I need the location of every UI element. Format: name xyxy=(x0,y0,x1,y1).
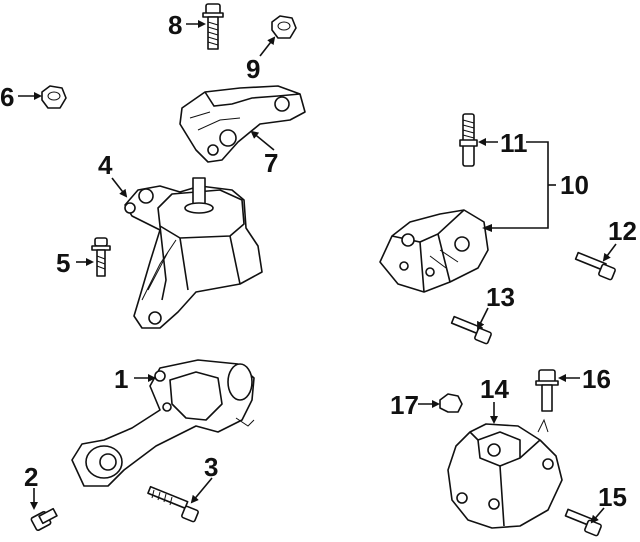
callout-3: 3 xyxy=(204,452,218,482)
leader-3 xyxy=(190,477,213,504)
callout-11: 11 xyxy=(500,128,528,158)
leader-10-arrowhead xyxy=(482,224,492,232)
callout-6: 6 xyxy=(0,82,14,112)
leader-4 xyxy=(111,177,128,198)
bolt-3[interactable] xyxy=(147,485,199,523)
nut-9[interactable] xyxy=(271,15,297,39)
leader-13 xyxy=(477,307,489,330)
nut-17[interactable] xyxy=(439,393,463,413)
stud-11[interactable] xyxy=(459,113,478,167)
nut-6[interactable] xyxy=(41,85,67,109)
mount-10[interactable] xyxy=(379,209,489,293)
callout-17: 17 xyxy=(390,390,419,420)
callout-16: 16 xyxy=(582,364,611,394)
torque-rod-1[interactable] xyxy=(71,359,255,487)
callout-14: 14 xyxy=(480,374,509,404)
callout-4: 4 xyxy=(98,150,113,180)
bolt-2[interactable] xyxy=(30,507,58,532)
bolt-5[interactable] xyxy=(91,237,111,277)
callout-12: 12 xyxy=(608,216,637,246)
callout-1: 1 xyxy=(114,364,128,394)
bracket-14[interactable] xyxy=(447,418,563,529)
leader-9 xyxy=(259,36,276,57)
callout-5: 5 xyxy=(56,248,70,278)
callout-8: 8 xyxy=(168,10,182,40)
callout-2: 2 xyxy=(24,462,38,492)
bracket-7[interactable] xyxy=(179,85,306,163)
bolt-12[interactable] xyxy=(574,251,616,281)
bolt-15[interactable] xyxy=(564,508,602,537)
callout-13: 13 xyxy=(486,282,515,312)
mount-4[interactable] xyxy=(124,177,263,329)
callout-10: 10 xyxy=(560,170,589,200)
leader-15 xyxy=(590,507,605,524)
callout-7: 7 xyxy=(264,148,278,178)
callout-9: 9 xyxy=(246,54,260,84)
callout-15: 15 xyxy=(598,482,627,512)
leader-12 xyxy=(602,243,617,262)
leader-7 xyxy=(250,130,275,151)
bolt-8[interactable] xyxy=(202,3,224,50)
bolt-16[interactable] xyxy=(535,369,559,412)
bolt-13[interactable] xyxy=(450,315,492,345)
